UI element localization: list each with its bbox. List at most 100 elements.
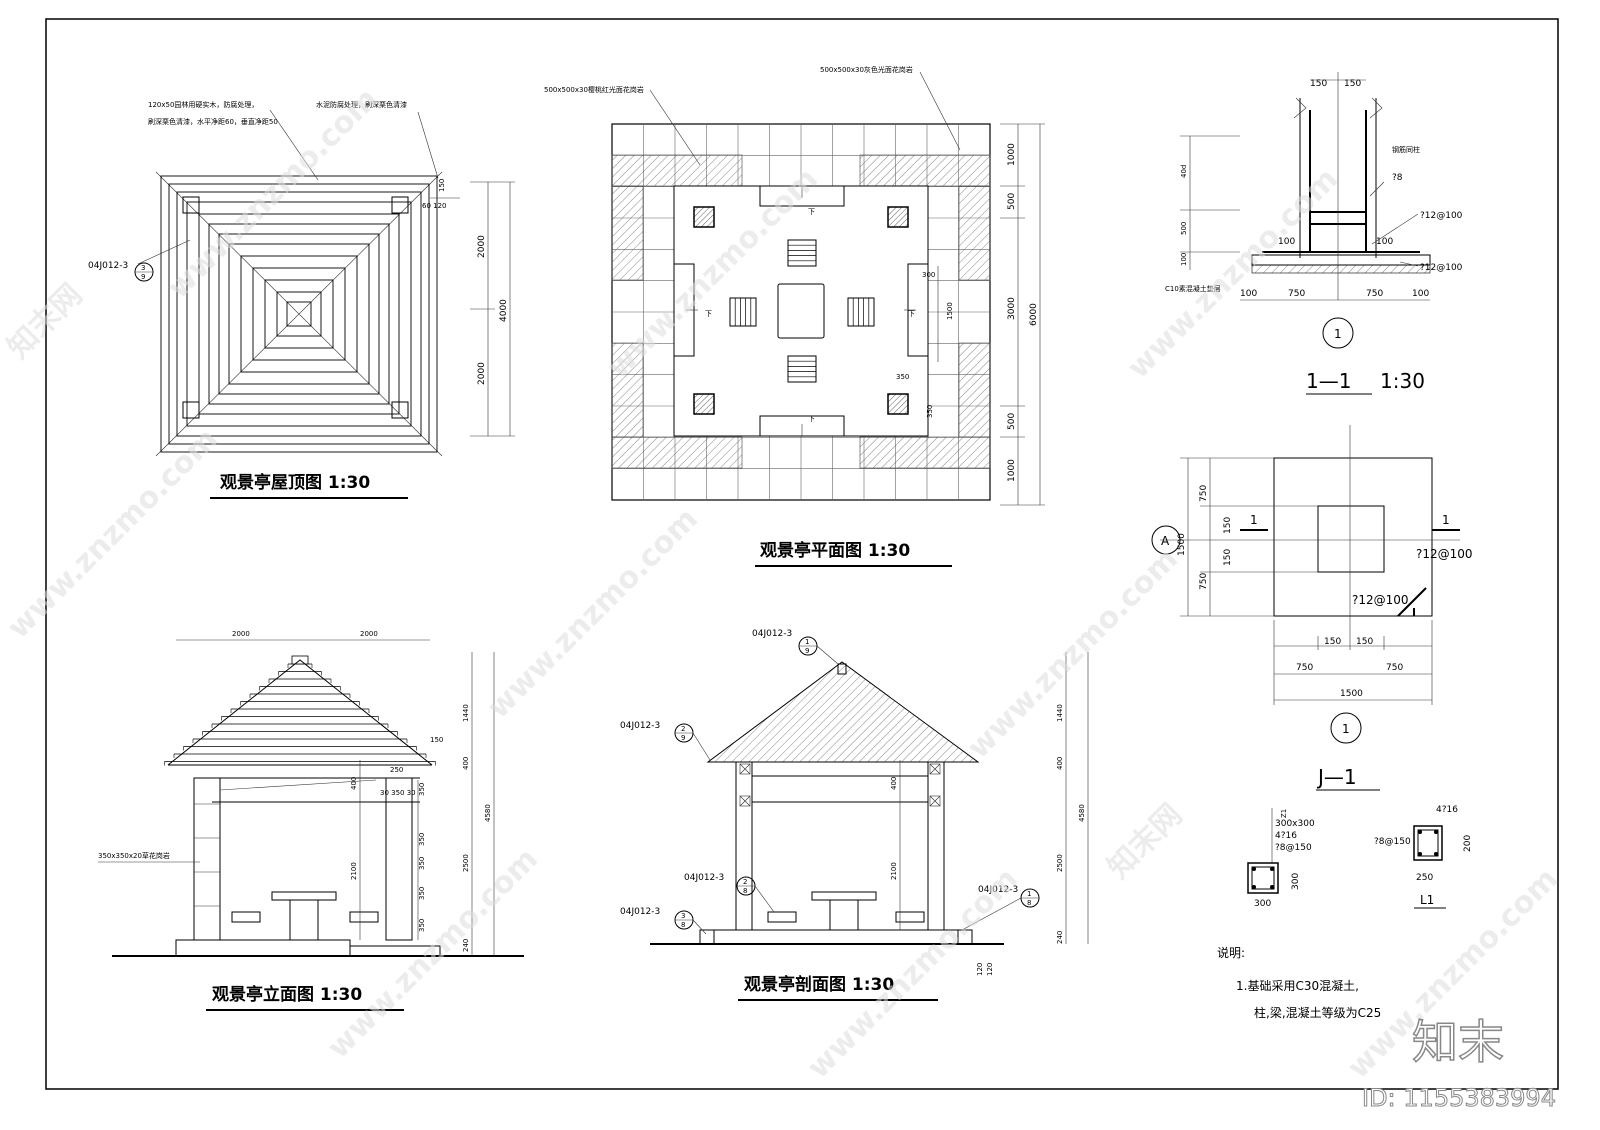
sec-ref-c-t: 2	[743, 878, 747, 886]
d11-dim-150b: 150	[1344, 79, 1361, 89]
plan-dim-1000b: 1000	[1007, 459, 1017, 482]
j1-title: J—1	[1316, 765, 1357, 789]
j1-dim-1500h: 1500	[1340, 689, 1363, 699]
d11-dim-750b: 750	[1366, 289, 1383, 299]
roof-dim-150: 150	[438, 179, 446, 192]
notes-line2: 柱,梁,混凝土等级为C25	[1254, 1005, 1381, 1020]
j1-dim-750b: 750	[1199, 573, 1209, 590]
d11-dim-750a: 750	[1288, 289, 1305, 299]
j1-dim-150b: 150	[1223, 549, 1233, 566]
elevation-title: 观景亭立面图 1:30	[211, 984, 362, 1005]
plan-down-top: 下	[808, 208, 815, 216]
notes-heading: 说明:	[1217, 945, 1245, 960]
j1-dim-750c: 750	[1296, 663, 1313, 673]
sec-ref-a-t: 1	[805, 638, 809, 646]
j1-dim-750d: 750	[1386, 663, 1403, 673]
elev-dim-350c: 350	[418, 857, 426, 870]
sec-ref-c-b: 8	[743, 887, 747, 895]
sec-ref-a: 04J012-3	[752, 629, 792, 639]
roof-dim-120: 60 120	[422, 202, 447, 210]
elev-dim-240: 240	[462, 939, 470, 952]
watermark-cn-2: 知末网	[1101, 797, 1189, 885]
sec-dim-120: 120	[976, 963, 984, 976]
plan-down-right: 下	[908, 310, 915, 318]
watermark-cn-1: 知末网	[1, 277, 89, 365]
elev-dim-4580: 4580	[484, 804, 492, 822]
j1-dim-1500v: 1500	[1177, 533, 1187, 556]
elev-dim-2500: 2500	[462, 854, 470, 872]
sheet-border	[45, 18, 1559, 1090]
roof-ref: 04J012-3	[88, 261, 128, 271]
sec-ref-b-t: 2	[681, 725, 685, 733]
column-beam-sections: Z1 300x300 4?16 ?8@150 300 300 4?16 ?8@1…	[1247, 805, 1473, 909]
watermark-1: www.znzmo.com	[161, 82, 385, 306]
d11-dim-100c: 100	[1240, 289, 1257, 299]
roof-dim-4000: 4000	[499, 299, 509, 322]
sec-ref-d: 04J012-3	[620, 907, 660, 917]
sec-dim-120b: 120	[986, 963, 994, 976]
plan-dim-500b: 500	[1007, 413, 1017, 430]
sec-ref-b-b: 9	[681, 734, 685, 742]
sec-dim-400: 400	[1056, 757, 1064, 770]
d11-label-28: ?8	[1392, 173, 1403, 183]
brand-logo: 知末	[1412, 1015, 1504, 1069]
j1-dim-750a: 750	[1199, 485, 1209, 502]
elev-dim-350b: 350	[418, 833, 426, 846]
sec-ref-c: 04J012-3	[684, 873, 724, 883]
d11-dim-40d: 40d	[1180, 165, 1188, 178]
sec-dim-1440: 1440	[1056, 704, 1064, 722]
brand-id: ID: 1155383994	[1362, 1084, 1556, 1112]
plan-dim-1500: 1500	[946, 302, 954, 320]
d11-number: 1	[1334, 327, 1342, 341]
detail-1-1: 150 150 钢筋同柱 ?8 ?12@100 ?12@100 40d 500 …	[1165, 72, 1463, 395]
sec-dim-240: 240	[1056, 931, 1064, 944]
plan-dim-500a: 500	[1007, 193, 1017, 210]
d11-dim-500: 500	[1180, 222, 1188, 235]
roof-note-wood2: 刷深栗色清漆，水平净距60，垂直净距50	[148, 117, 278, 126]
plan-dim-350b: 350	[926, 405, 934, 418]
column-size: 300x300	[1275, 819, 1315, 829]
d11-title: 1—1	[1306, 369, 1351, 393]
sec-ref-e-b: 8	[1027, 899, 1031, 907]
sec-ref-e-t: 1	[1027, 890, 1031, 898]
plan-dim-3000: 3000	[1007, 297, 1017, 320]
plan-dim-350: 350	[896, 373, 909, 381]
j1-number: 1	[1342, 722, 1350, 736]
elev-dim-30350: 30 350 30	[380, 789, 416, 797]
beam-name: L1	[1420, 893, 1434, 907]
elev-dim-2100: 2100	[350, 862, 358, 880]
watermark-5: www.znzmo.com	[1121, 162, 1345, 386]
roof-title: 观景亭屋顶图 1:30	[219, 472, 370, 493]
sec-dim-2500: 2500	[1056, 854, 1064, 872]
sec-dim-2100: 2100	[890, 862, 898, 880]
elev-dim-1440: 1440	[462, 704, 470, 722]
column-name: Z1	[1280, 809, 1288, 818]
sec-ref-e: 04J012-3	[978, 885, 1018, 895]
j1-cut-left: 1	[1250, 513, 1258, 527]
roof-dim-2000b: 2000	[477, 362, 487, 385]
sec-ref-d-t: 3	[681, 912, 685, 920]
roof-plan: 120x50园林用硬实木，防腐处理， 刷深栗色清漆，水平净距60，垂直净距50 …	[88, 100, 515, 499]
sec-dim-4580: 4580	[1078, 804, 1086, 822]
roof-dim-2000a: 2000	[477, 235, 487, 258]
section-title: 观景亭剖面图 1:30	[743, 974, 894, 995]
beam-stirrup: ?8@150	[1374, 837, 1411, 847]
plan-tile-gray: 500x500x30灰色光面花岗岩	[820, 65, 913, 74]
elev-tile: 350x350x20草花岗岩	[98, 851, 170, 860]
d11-dim-100b: 100	[1376, 237, 1393, 247]
d11-number-circle	[1322, 317, 1354, 349]
elev-dim-2000b: 2000	[360, 630, 378, 638]
j1-label-12-100: ?12@100	[1416, 547, 1473, 561]
notes-line1: 1.基础采用C30混凝土,	[1236, 978, 1359, 993]
column-dim-300b: 300	[1254, 899, 1271, 909]
roof-note-wood: 120x50园林用硬实木，防腐处理，	[148, 100, 258, 109]
j1-dim-150a: 150	[1223, 517, 1233, 534]
watermark-4: www.znzmo.com	[481, 502, 705, 726]
j1-axis-circle	[1151, 525, 1181, 555]
column-stirrup: ?8@150	[1275, 843, 1312, 853]
plan-tile-red: 500x500x30樱桃红光面花岗岩	[544, 85, 644, 94]
detail-j-1: 1500 750 150 150 750 A 1 1 ?12@100 ?12@1…	[1151, 425, 1473, 791]
d11-dim-100d: 100	[1412, 289, 1429, 299]
elev-dim-350a: 350	[418, 783, 426, 796]
